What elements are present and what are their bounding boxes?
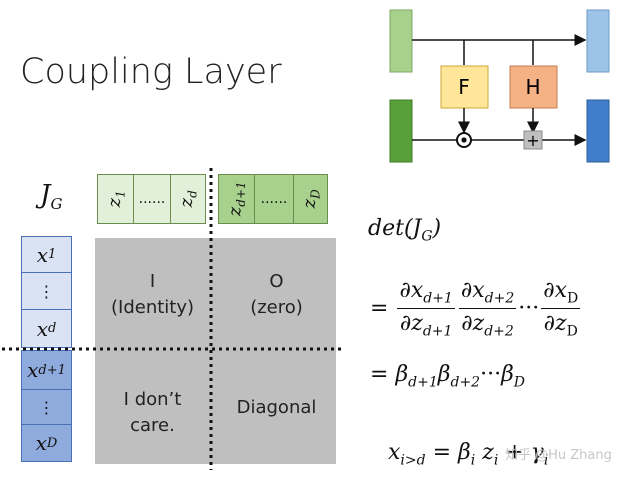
quadrant-top-right: O(zero) [250,270,303,318]
f-function-box [440,65,489,109]
z-columns-right: zd+1 ...... zD [218,174,328,224]
x-bottom-ellipsis: ⋮ [21,389,72,425]
beta-product-equation: = βd+1βd+2···βD [370,362,526,391]
f-label: F [458,75,470,99]
output-z1-block [586,9,610,73]
z-right-ellipsis: ...... [260,191,288,207]
h-label: H [525,75,540,99]
jacobian-label: JG [40,180,63,214]
partial-product-equation: = ∂xd+1∂zd+1∂xd+2∂zd+2···∂xD∂zD [370,278,581,340]
input-x2-block [389,99,413,163]
h-function-box [509,65,558,109]
output-z2-block [586,99,610,163]
z-columns-left: z1 ...... zd [97,174,206,224]
input-x1-block [389,9,413,73]
watermark-text: 知乎 @Hu Zhang [505,448,612,463]
det-equation: det(JG) [368,216,442,245]
coupling-network-diagram: F H + [389,9,610,163]
svg-text:+: + [526,131,539,150]
affine-coupling-equation: xi>d = βi zi + γi [388,440,549,469]
slide-title: Coupling Layer [20,52,282,92]
quadrant-top-left: I(Identity) [110,270,195,318]
add-node-icon [523,130,543,150]
quadrant-identity [95,238,336,464]
z-left-ellipsis: ...... [138,191,166,207]
quadrant-bottom-right: Diagonal [236,396,317,418]
x-top-ellipsis: ⋮ [21,272,72,310]
